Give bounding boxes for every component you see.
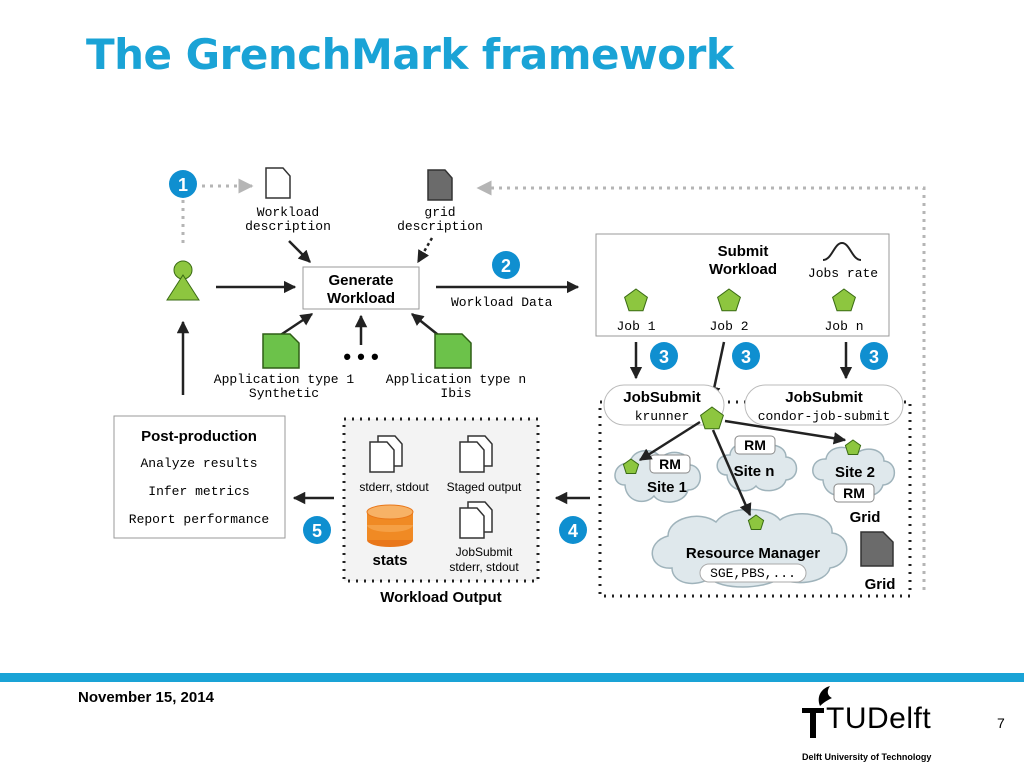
output-stderr-label: stderr, stdout <box>359 480 429 494</box>
jobsubmit-condor: JobSubmit condor-job-submit <box>744 384 904 426</box>
site-1-rm: RM <box>659 456 681 472</box>
generate-workload-box: Generate Workload <box>302 266 420 310</box>
submit-workload-box: Submit Workload Jobs rate Job 1 Job 2 Jo… <box>595 233 890 337</box>
user-icon <box>166 260 200 301</box>
grid-label-upper: Grid <box>850 509 881 526</box>
grid-document-icon <box>427 169 453 201</box>
resource-manager-title: Resource Manager <box>686 545 820 562</box>
step-1-badge: 1 <box>169 170 197 198</box>
output-jobsubmit-line2: stderr, stdout <box>449 560 519 574</box>
footer-bar <box>0 673 1024 682</box>
staged-docs-icon <box>459 435 493 473</box>
feedback-dotted-lines <box>181 178 926 590</box>
dispatch-arrows <box>638 419 847 517</box>
step-4-label: 4 <box>568 521 578 541</box>
workload-description-line1: Workload <box>257 205 319 220</box>
grid-description-line2: description <box>397 219 483 234</box>
step-5-badge: 5 <box>303 516 331 544</box>
jobsubmit-1-sub: krunner <box>635 409 690 424</box>
flame-icon <box>818 686 832 706</box>
output-jobsubmit-line1: JobSubmit <box>456 545 513 559</box>
step-3a-badge: 3 <box>650 342 678 370</box>
app-type-1-line2: Synthetic <box>249 386 319 401</box>
app-type-1-line1: Application type 1 <box>214 372 355 387</box>
step-2-badge: 2 <box>492 251 520 279</box>
step-1-label: 1 <box>178 175 188 195</box>
generate-arrows <box>176 237 580 395</box>
resource-manager-sub: SGE,PBS,... <box>710 566 796 581</box>
application-type-1: Application type 1 Synthetic <box>214 333 355 401</box>
site-n-cloud: RM Site n <box>716 435 798 492</box>
job-2-label: Job 2 <box>709 319 748 334</box>
step-3c-badge: 3 <box>860 342 888 370</box>
document-icon <box>265 167 291 199</box>
site-n-rm: RM <box>744 437 766 453</box>
app-type-n-line1: Application type n <box>386 372 526 387</box>
logo-text: TUDelft <box>826 702 932 735</box>
post-production-title: Post-production <box>141 428 257 445</box>
grid-description: grid description <box>397 169 483 234</box>
jobs-rate-label: Jobs rate <box>808 266 878 281</box>
site-1-cloud: RM Site 1 <box>614 450 701 503</box>
output-staged-label: Staged output <box>447 480 522 494</box>
workload-output-box: stderr, stdout Staged output stats JobSu… <box>342 417 540 583</box>
application-file-icon <box>262 333 300 369</box>
grid-description-line1: grid <box>424 205 455 220</box>
step-3b-label: 3 <box>741 347 751 367</box>
tudelft-logo <box>802 686 832 738</box>
site-2-name: Site 2 <box>835 464 875 481</box>
grid-document-icon-lower <box>860 531 894 567</box>
post-production-item: Infer metrics <box>148 484 249 499</box>
application-file-icon <box>434 333 472 369</box>
grid-label-lower: Grid <box>865 576 896 593</box>
slide-title: The GrenchMark framework <box>86 30 734 79</box>
step-5-label: 5 <box>312 521 322 541</box>
site-2-cloud: Site 2 RM <box>812 439 896 503</box>
jobsubmit-2-title: JobSubmit <box>785 389 863 406</box>
workload-description-line2: description <box>245 219 331 234</box>
app-type-n-line2: Ibis <box>440 386 471 401</box>
jobsubmit-krunner: JobSubmit krunner <box>603 384 725 426</box>
step-3a-label: 3 <box>659 347 669 367</box>
site-2-pentagon-icon <box>844 439 862 455</box>
jobs-rate-curve-icon <box>822 241 862 261</box>
post-production-item: Analyze results <box>140 456 257 471</box>
post-production-box: Post-production Analyze results Infer me… <box>113 415 286 539</box>
jobsubmit-docs-icon <box>459 501 493 539</box>
site-n-name: Site n <box>734 463 775 480</box>
jobsubmit-1-title: JobSubmit <box>623 389 701 406</box>
submit-workload-line2: Workload <box>709 261 777 278</box>
grenchmark-diagram: 1 Workload description grid description … <box>113 167 926 606</box>
workload-output-title: Workload Output <box>380 589 501 606</box>
step-4-badge: 4 <box>559 516 587 544</box>
stderr-docs-icon <box>369 435 403 473</box>
application-type-n: Application type n Ibis <box>386 333 526 401</box>
stats-database-icon <box>366 504 414 547</box>
logo-tagline: Delft University of Technology <box>802 752 932 762</box>
workload-data-label: Workload Data <box>451 295 553 310</box>
stats-label: stats <box>372 552 407 569</box>
post-production-item: Report performance <box>129 512 269 527</box>
step-3c-label: 3 <box>869 347 879 367</box>
ellipsis: • • • <box>343 344 378 369</box>
submit-workload-line1: Submit <box>718 243 769 260</box>
generate-workload-line2: Workload <box>327 290 395 307</box>
step-2-label: 2 <box>501 256 511 276</box>
step-3b-badge: 3 <box>732 342 760 370</box>
generate-workload-line1: Generate <box>328 272 393 289</box>
page-number: 7 <box>997 715 1005 731</box>
jobsubmit-2-sub: condor-job-submit <box>758 409 891 424</box>
job-1-label: Job 1 <box>616 319 655 334</box>
resource-manager-cloud: Resource Manager SGE,PBS,... <box>651 508 848 588</box>
site-1-name: Site 1 <box>647 479 687 496</box>
job-n-label: Job n <box>824 319 863 334</box>
footer-date: November 15, 2014 <box>78 689 214 706</box>
workload-description: Workload description <box>245 167 331 234</box>
site-2-rm: RM <box>843 485 865 501</box>
